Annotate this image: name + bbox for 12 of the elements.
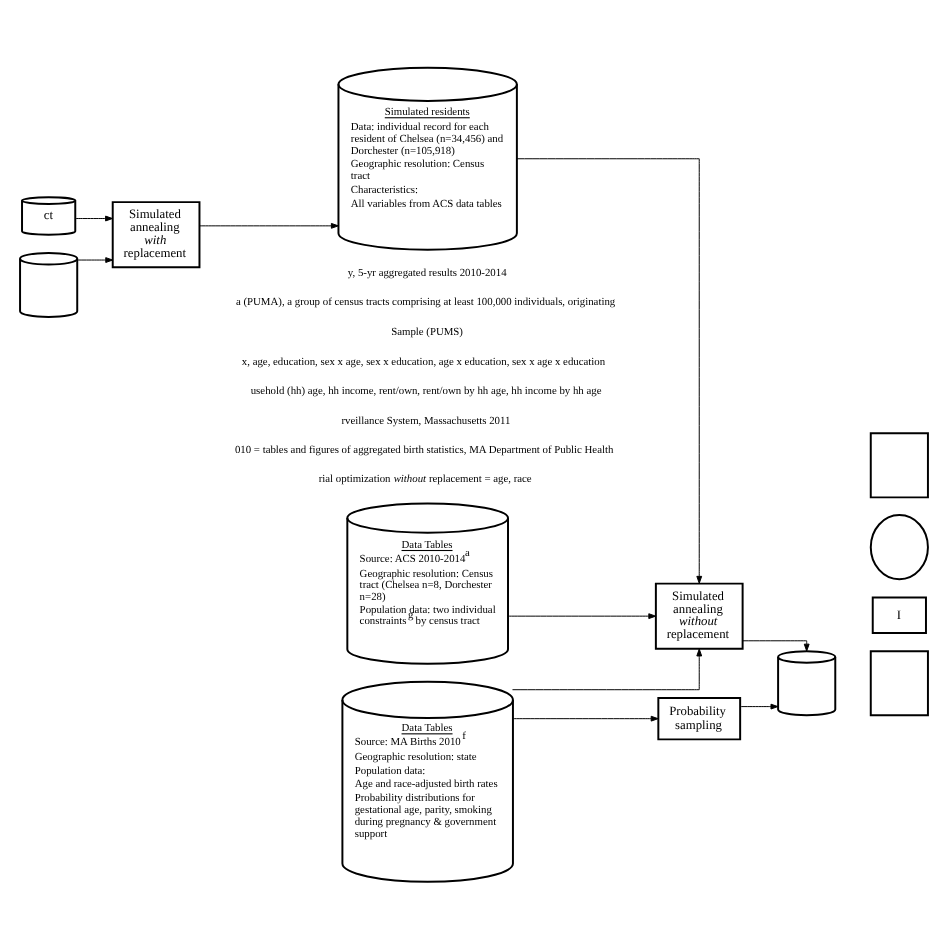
arrow <box>512 647 703 690</box>
arrow <box>739 702 779 709</box>
node-box <box>869 431 929 498</box>
arrow <box>742 639 810 651</box>
arrow <box>507 612 657 619</box>
arrow <box>199 221 339 228</box>
arrow <box>76 256 114 262</box>
arrow <box>516 157 703 583</box>
node-box <box>869 649 929 716</box>
node-ellipse <box>869 513 929 580</box>
arrow <box>512 714 659 721</box>
arrow <box>75 214 113 221</box>
